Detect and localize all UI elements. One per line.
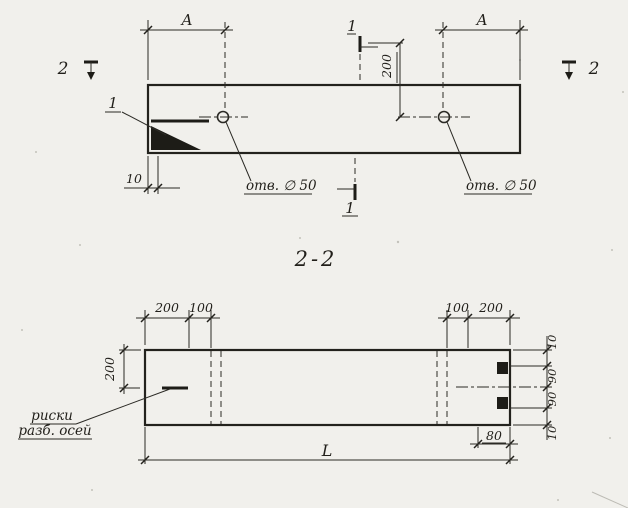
dim-90-upper-label: 90 [545,369,559,384]
axis-note-line2: разб. осей [18,423,91,439]
section-2-mark-right [562,60,576,80]
hole-left [199,110,248,124]
dim-length-lines [138,427,518,465]
dim-10-top-label: 10 [545,335,559,350]
dim-200-label: 200 [379,54,394,79]
section-1-mark-bottom [337,158,358,217]
dim-length-label: L [321,441,333,460]
hole-right-label: отв. ∅ 50 [466,178,537,194]
dims-top-left-lines [136,310,220,348]
dim-chain-right-lines [510,336,552,440]
hole-left-leader [225,121,252,182]
dim-height-200-lines [119,344,141,394]
axis-note-line1: риски [31,408,73,424]
dim-height-200-label: 200 [102,357,117,382]
section-title: 2-2 [294,247,338,271]
dim-10-bottom-label: 10 [545,426,559,441]
dim-100-top-right-label: 100 [445,300,469,315]
section-1-top-label: 1 [347,17,357,35]
section-1-mark-top [347,33,378,80]
dim-a-left-label: A [180,11,193,29]
dim-a-left-lines [140,20,233,108]
hole-right [398,110,470,124]
section-2-left-label: 2 [57,59,69,79]
beam-outline [146,83,522,155]
dim-200-lines [368,38,405,122]
top-view: A A 1 1 2 2 1 200 10 отв. ∅ 50 отв. ∅ 50 [57,11,600,217]
dim-a-right-label: A [475,11,488,29]
dim-10-lines [124,156,180,194]
corner-detail-triangle [151,119,209,150]
hole-right-leader [446,121,472,182]
dim-100-top-left-label: 100 [189,300,213,315]
section-2-right-label: 2 [588,59,600,79]
dim-90-lower-label: 90 [545,392,559,407]
notch-lower [497,397,508,409]
groove-lines-right [436,351,448,424]
section-1-bottom-label: 1 [345,199,355,217]
hole-left-label: отв. ∅ 50 [246,178,317,194]
groove-lines-left [210,351,222,424]
axis-note-leader [75,388,171,425]
section-view: 2-2 [18,247,559,465]
notch-upper [497,362,508,374]
dim-a-right-lines [435,20,528,108]
dim-80-label: 80 [486,428,502,443]
detail-1-label: 1 [108,94,118,112]
dim-200-top-left-label: 200 [154,300,179,315]
dim-10-label: 10 [126,171,142,186]
detail-1-leader [121,111,167,136]
dim-200-top-right-label: 200 [478,300,503,315]
dims-top-right-lines [438,310,520,348]
section-outline [143,348,512,427]
section-2-mark-left [84,60,98,80]
